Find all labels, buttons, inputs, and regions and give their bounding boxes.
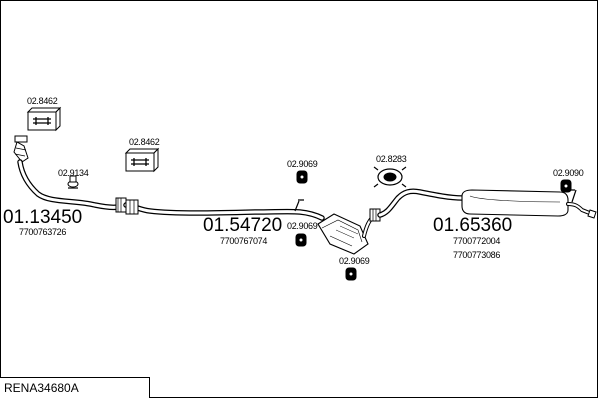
rear-silencer-assembly[interactable] (369, 188, 597, 222)
rubber-mount-icon[interactable] (296, 170, 308, 184)
clamp-kit-box-icon[interactable] (26, 106, 62, 132)
accessory-label: 02.9069 (339, 256, 370, 266)
front-pipe[interactable] (13, 135, 127, 213)
oem-reference: 7700773086 (453, 250, 500, 260)
accessory-label: 02.9134 (58, 168, 89, 178)
part-number: 01.54720 (203, 215, 282, 236)
accessory-label: 02.9069 (287, 159, 318, 169)
clamp-kit-box-icon[interactable] (124, 147, 160, 173)
gasket-icon[interactable] (67, 175, 79, 189)
rubber-mount-icon[interactable] (560, 179, 572, 193)
rubber-mount-icon[interactable] (345, 267, 357, 281)
rubber-mount-icon[interactable] (295, 233, 307, 247)
diagram-code-label: RENA34680A (0, 377, 150, 398)
bracket-icon[interactable] (373, 166, 407, 188)
intermediate-pipe[interactable] (123, 199, 374, 255)
oem-reference: 7700767074 (220, 236, 267, 246)
accessory-label: 02.8462 (27, 96, 58, 106)
oem-reference: 7700763726 (19, 227, 66, 237)
accessory-label: 02.8283 (376, 154, 407, 164)
part-number: 01.65360 (433, 215, 512, 236)
part-number: 01.13450 (3, 207, 82, 228)
accessory-label: 02.8462 (129, 137, 160, 147)
accessory-label: 02.9090 (553, 168, 584, 178)
oem-reference: 7700772004 (453, 236, 500, 246)
accessory-label: 02.9069 (287, 221, 318, 231)
